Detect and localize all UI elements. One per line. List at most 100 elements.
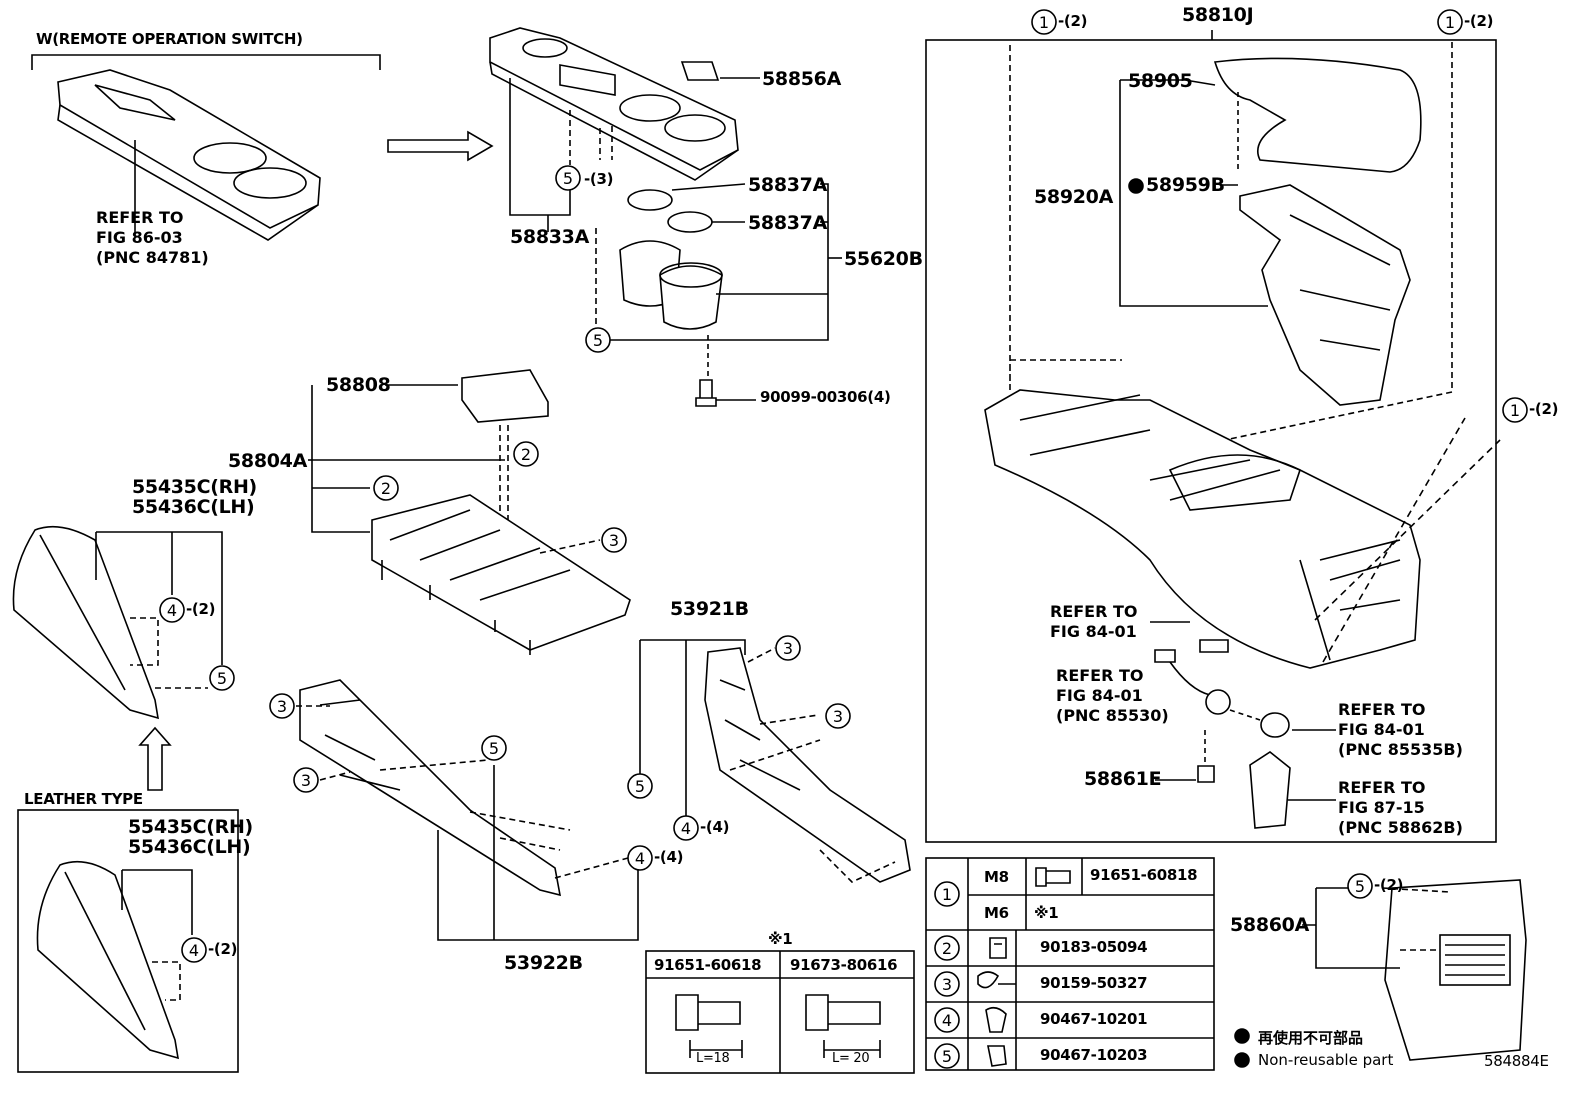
legend-english: Non-reusable part	[1258, 1051, 1394, 1069]
svg-text:5: 5	[1355, 877, 1365, 896]
part-58833A: 58833A	[510, 226, 590, 248]
armrest-lid-drawing	[1213, 57, 1422, 173]
svg-text:3: 3	[609, 531, 619, 550]
clip-icon-5	[987, 1045, 1007, 1067]
qty-callout-4-a: -(2)	[186, 600, 216, 618]
note-table-mark: ※1	[768, 930, 793, 948]
bolt-drawing-2	[805, 994, 881, 1031]
svg-text:5: 5	[563, 169, 573, 188]
non-reusable-marker	[1128, 178, 1144, 194]
note-table-len1: L=18	[696, 1051, 730, 1066]
console-box-58810J	[925, 39, 1497, 843]
ref-fig-86-03: REFER TO FIG 86-03 (PNC 84781)	[96, 208, 209, 267]
part-58920A: 58920A	[1034, 186, 1114, 208]
qty-callout-1-b: -(2)	[1464, 12, 1494, 30]
callout-3-e: 3	[825, 703, 851, 729]
arrow-right-icon	[387, 130, 494, 162]
svg-text:2: 2	[942, 939, 952, 958]
fastener-part-3: 90159-50327	[1040, 974, 1148, 992]
part-55436C: 55436C(LH)	[132, 496, 255, 518]
part-53922B: 53922B	[504, 952, 583, 974]
ref-fig-84-01-b: REFER TO FIG 84-01 (PNC 85530)	[1056, 666, 1169, 725]
qty-callout-5: -(3)	[584, 170, 614, 188]
svg-text:3: 3	[783, 639, 793, 658]
part-90099-00306: 90099-00306(4)	[760, 388, 891, 406]
svg-text:4: 4	[189, 941, 199, 960]
callout-3-d: 3	[775, 635, 801, 661]
callout-4-a: 4	[159, 597, 185, 623]
callout-5-c: 5	[209, 665, 235, 691]
fastener-part-4: 90467-10201	[1040, 1010, 1148, 1028]
diagram-id: 584884E	[1484, 1052, 1549, 1070]
cup-holder-panel-drawing	[489, 27, 739, 181]
part-55620B: 55620B	[844, 248, 923, 270]
fastener-part-5: 90467-10203	[1040, 1046, 1148, 1064]
part-58804A: 58804A	[228, 450, 308, 472]
callout-3-b: 3	[269, 693, 295, 719]
table-num-1: 1	[934, 881, 960, 907]
ref-fig-84-01-a: REFER TO FIG 84-01	[1050, 602, 1138, 641]
left-trim-panel-drawing	[299, 679, 562, 897]
part-58861E: 58861E	[1084, 768, 1162, 790]
side-panel-upper-drawing	[12, 525, 159, 720]
svg-text:3: 3	[277, 697, 287, 716]
fastener-size-m8: M8	[984, 868, 1009, 886]
svg-text:5: 5	[942, 1047, 952, 1066]
svg-text:4: 4	[167, 601, 177, 620]
qty-callout-4-c: -(4)	[700, 818, 730, 836]
callout-1-c: 1	[1502, 397, 1528, 423]
ref-fig-84-01-c: REFER TO FIG 84-01 (PNC 85535B)	[1338, 700, 1463, 759]
rear-register-drawing	[1384, 879, 1527, 1061]
part-55435C: 55435C(RH)	[132, 476, 257, 498]
part-58837A-2: 58837A	[748, 212, 828, 234]
qty-callout-4-b: -(4)	[654, 848, 684, 866]
fastener-size-m6: M6	[984, 904, 1009, 922]
screw-icon	[977, 971, 1016, 989]
callout-5-a: 5	[555, 165, 581, 191]
part-58856A: 58856A	[762, 68, 842, 90]
console-body-drawing	[984, 389, 1421, 669]
note-table-col1: 91651-60618	[654, 956, 762, 974]
svg-text:1: 1	[1510, 401, 1520, 420]
svg-text:4: 4	[635, 849, 645, 868]
bolt-drawing-1	[675, 994, 741, 1031]
svg-text:1: 1	[942, 885, 952, 904]
qty-callout-1-a: -(2)	[1058, 12, 1088, 30]
part-55436C-leather: 55436C(LH)	[128, 836, 251, 858]
leather-type-title: LEATHER TYPE	[24, 790, 143, 808]
arrow-up-icon	[138, 726, 172, 791]
svg-text:5: 5	[217, 669, 227, 688]
callout-1-b: 1	[1437, 9, 1463, 35]
svg-text:1: 1	[1445, 13, 1455, 32]
cup-holder-insert-drawing	[619, 240, 723, 330]
fastener-part-2: 90183-05094	[1040, 938, 1148, 956]
callout-5-e: 5	[627, 773, 653, 799]
qty-callout-5-f: -(2)	[1374, 876, 1404, 894]
remote-switch-title: W(REMOTE OPERATION SWITCH)	[36, 30, 303, 48]
svg-text:5: 5	[489, 739, 499, 758]
part-55435C-leather: 55435C(RH)	[128, 816, 253, 838]
callout-5-f: 5	[1347, 873, 1373, 899]
callout-5-b: 5	[585, 327, 611, 353]
remote-switch-console-drawing	[57, 69, 321, 241]
bolt-icon	[1035, 867, 1071, 887]
table-num-3: 3	[934, 971, 960, 997]
svg-text:4: 4	[942, 1011, 952, 1030]
table-num-4: 4	[934, 1007, 960, 1033]
callout-4-c: 4	[673, 815, 699, 841]
svg-text:5: 5	[593, 331, 603, 350]
part-58808: 58808	[326, 374, 391, 396]
svg-text:2: 2	[381, 479, 391, 498]
table-num-5: 5	[934, 1043, 960, 1069]
part-53921B: 53921B	[670, 598, 749, 620]
svg-text:3: 3	[833, 707, 843, 726]
part-58810J: 58810J	[1182, 4, 1254, 26]
fastener-note-mark: ※1	[1034, 904, 1059, 922]
right-trim-panel-drawing	[704, 647, 911, 883]
legend-japanese: 再使用不可部品	[1258, 1029, 1364, 1047]
callout-2-a: 2	[513, 441, 539, 467]
qty-callout-4-d: -(2)	[208, 940, 238, 958]
callout-2-b: 2	[373, 475, 399, 501]
qty-callout-1-c: -(2)	[1529, 400, 1559, 418]
note-table-col2: 91673-80616	[790, 956, 898, 974]
